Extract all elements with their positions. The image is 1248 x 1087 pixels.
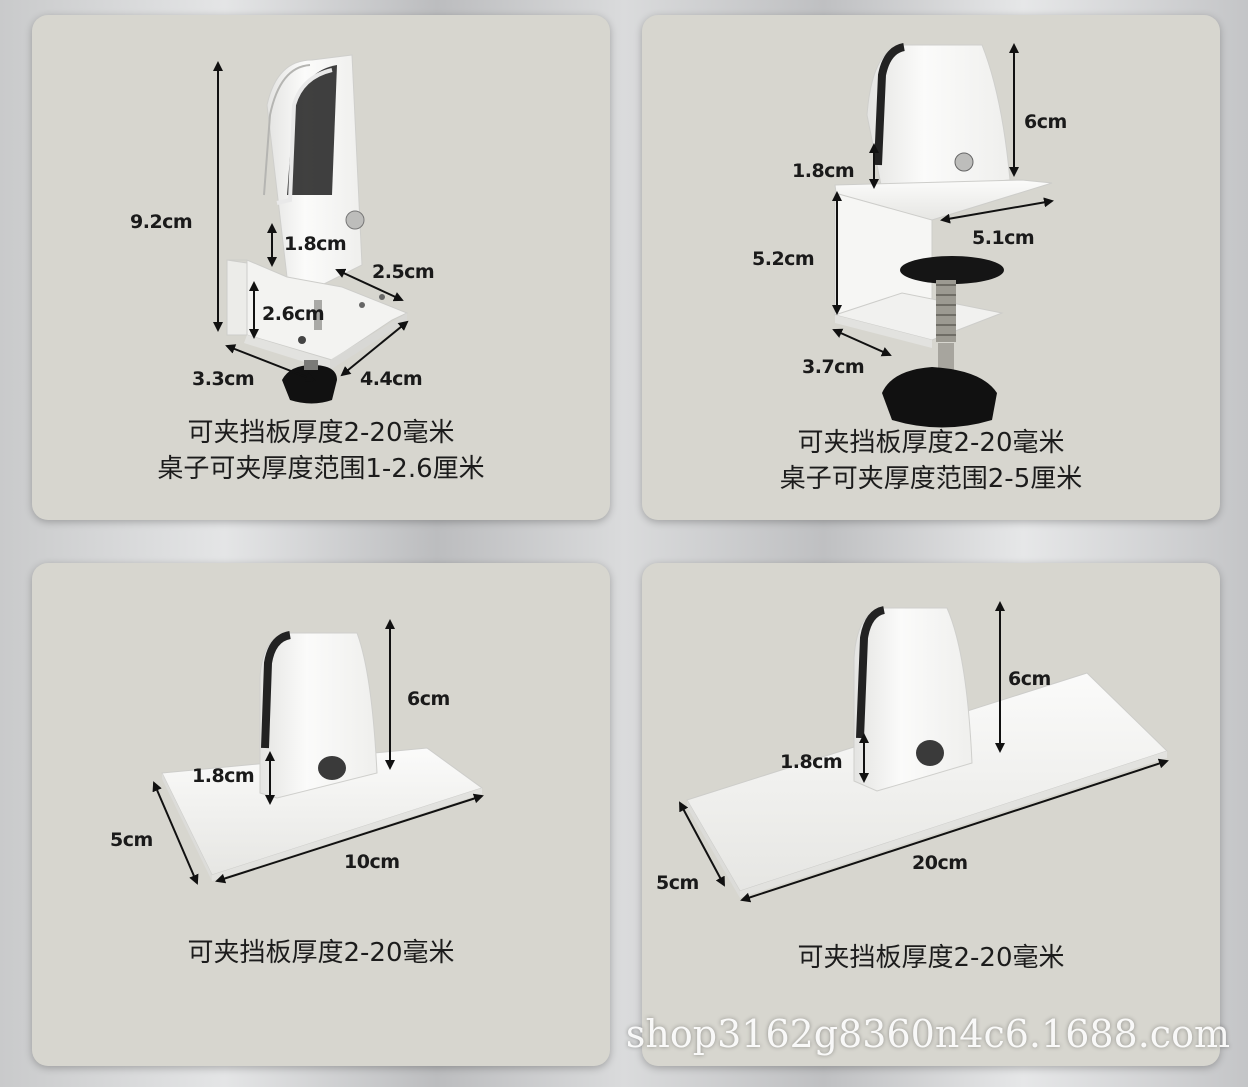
panel-caption-1: 可夹挡板厚度2-20毫米	[187, 418, 455, 448]
screw-hole-icon	[345, 210, 365, 230]
slot-label: 1.8cm	[284, 233, 346, 255]
clamp-range-label: 2.6cm	[262, 303, 324, 325]
clamp-range-label: 5.2cm	[752, 248, 814, 270]
depth-label: 3.7cm	[802, 356, 864, 378]
width-label: 5cm	[656, 872, 699, 894]
slot-label: 1.8cm	[192, 765, 254, 787]
width-label: 5.1cm	[972, 227, 1034, 249]
shop-watermark: shop3162g8360n4c6.1688.com	[625, 1012, 1230, 1056]
panel-caption-1: 可夹挡板厚度2-20毫米	[797, 943, 1065, 973]
clamp-bracket-illustration-1: 9.2cm 1.8cm 2.5cm 2.6cm 3.3cm 4.4cm	[130, 54, 435, 404]
panel-caption-2: 桌子可夹厚度范围1-2.6厘米	[157, 454, 485, 484]
height-label: 6cm	[1008, 668, 1051, 690]
length-label: 20cm	[912, 852, 968, 874]
width-label: 5cm	[110, 829, 153, 851]
base-bracket-illustration-3: 6cm 1.8cm 5cm 10cm	[110, 619, 484, 885]
top-width-label: 2.5cm	[372, 261, 434, 283]
product-panel-4: 6cm 1.8cm 5cm 20cm 可夹挡板厚度2-20毫米	[642, 563, 1220, 1066]
screw-hole-icon	[318, 756, 346, 780]
height-label: 6cm	[1024, 111, 1067, 133]
right-width-label: 4.4cm	[360, 368, 422, 390]
clamp-bracket-illustration-2: 6cm 1.8cm 5.1cm 5.2cm 3.7cm	[752, 43, 1067, 428]
slot-label: 1.8cm	[780, 751, 842, 773]
length-label: 10cm	[344, 851, 400, 873]
product-panel-3: 6cm 1.8cm 5cm 10cm 可夹挡板厚度2-20毫米	[32, 563, 610, 1066]
panel-caption-1: 可夹挡板厚度2-20毫米	[797, 428, 1065, 458]
knob-icon	[882, 367, 997, 428]
panel-caption-2: 桌子可夹厚度范围2-5厘米	[779, 464, 1083, 494]
height-label: 6cm	[407, 688, 450, 710]
slot-label: 1.8cm	[792, 160, 854, 182]
base-bracket-illustration-4: 6cm 1.8cm 5cm 20cm	[656, 601, 1169, 903]
screw-hole-icon	[954, 152, 974, 172]
height-label: 9.2cm	[130, 211, 192, 233]
pad-icon	[900, 256, 1004, 284]
screw-hole-icon	[916, 740, 944, 766]
panel-caption-1: 可夹挡板厚度2-20毫米	[187, 938, 455, 968]
left-width-label: 3.3cm	[192, 368, 254, 390]
product-panel-2: 6cm 1.8cm 5.1cm 5.2cm 3.7cm 可夹挡板厚度2-20毫米…	[642, 15, 1220, 520]
product-panel-1: 9.2cm 1.8cm 2.5cm 2.6cm 3.3cm 4.4cm 可夹挡板…	[32, 15, 610, 520]
